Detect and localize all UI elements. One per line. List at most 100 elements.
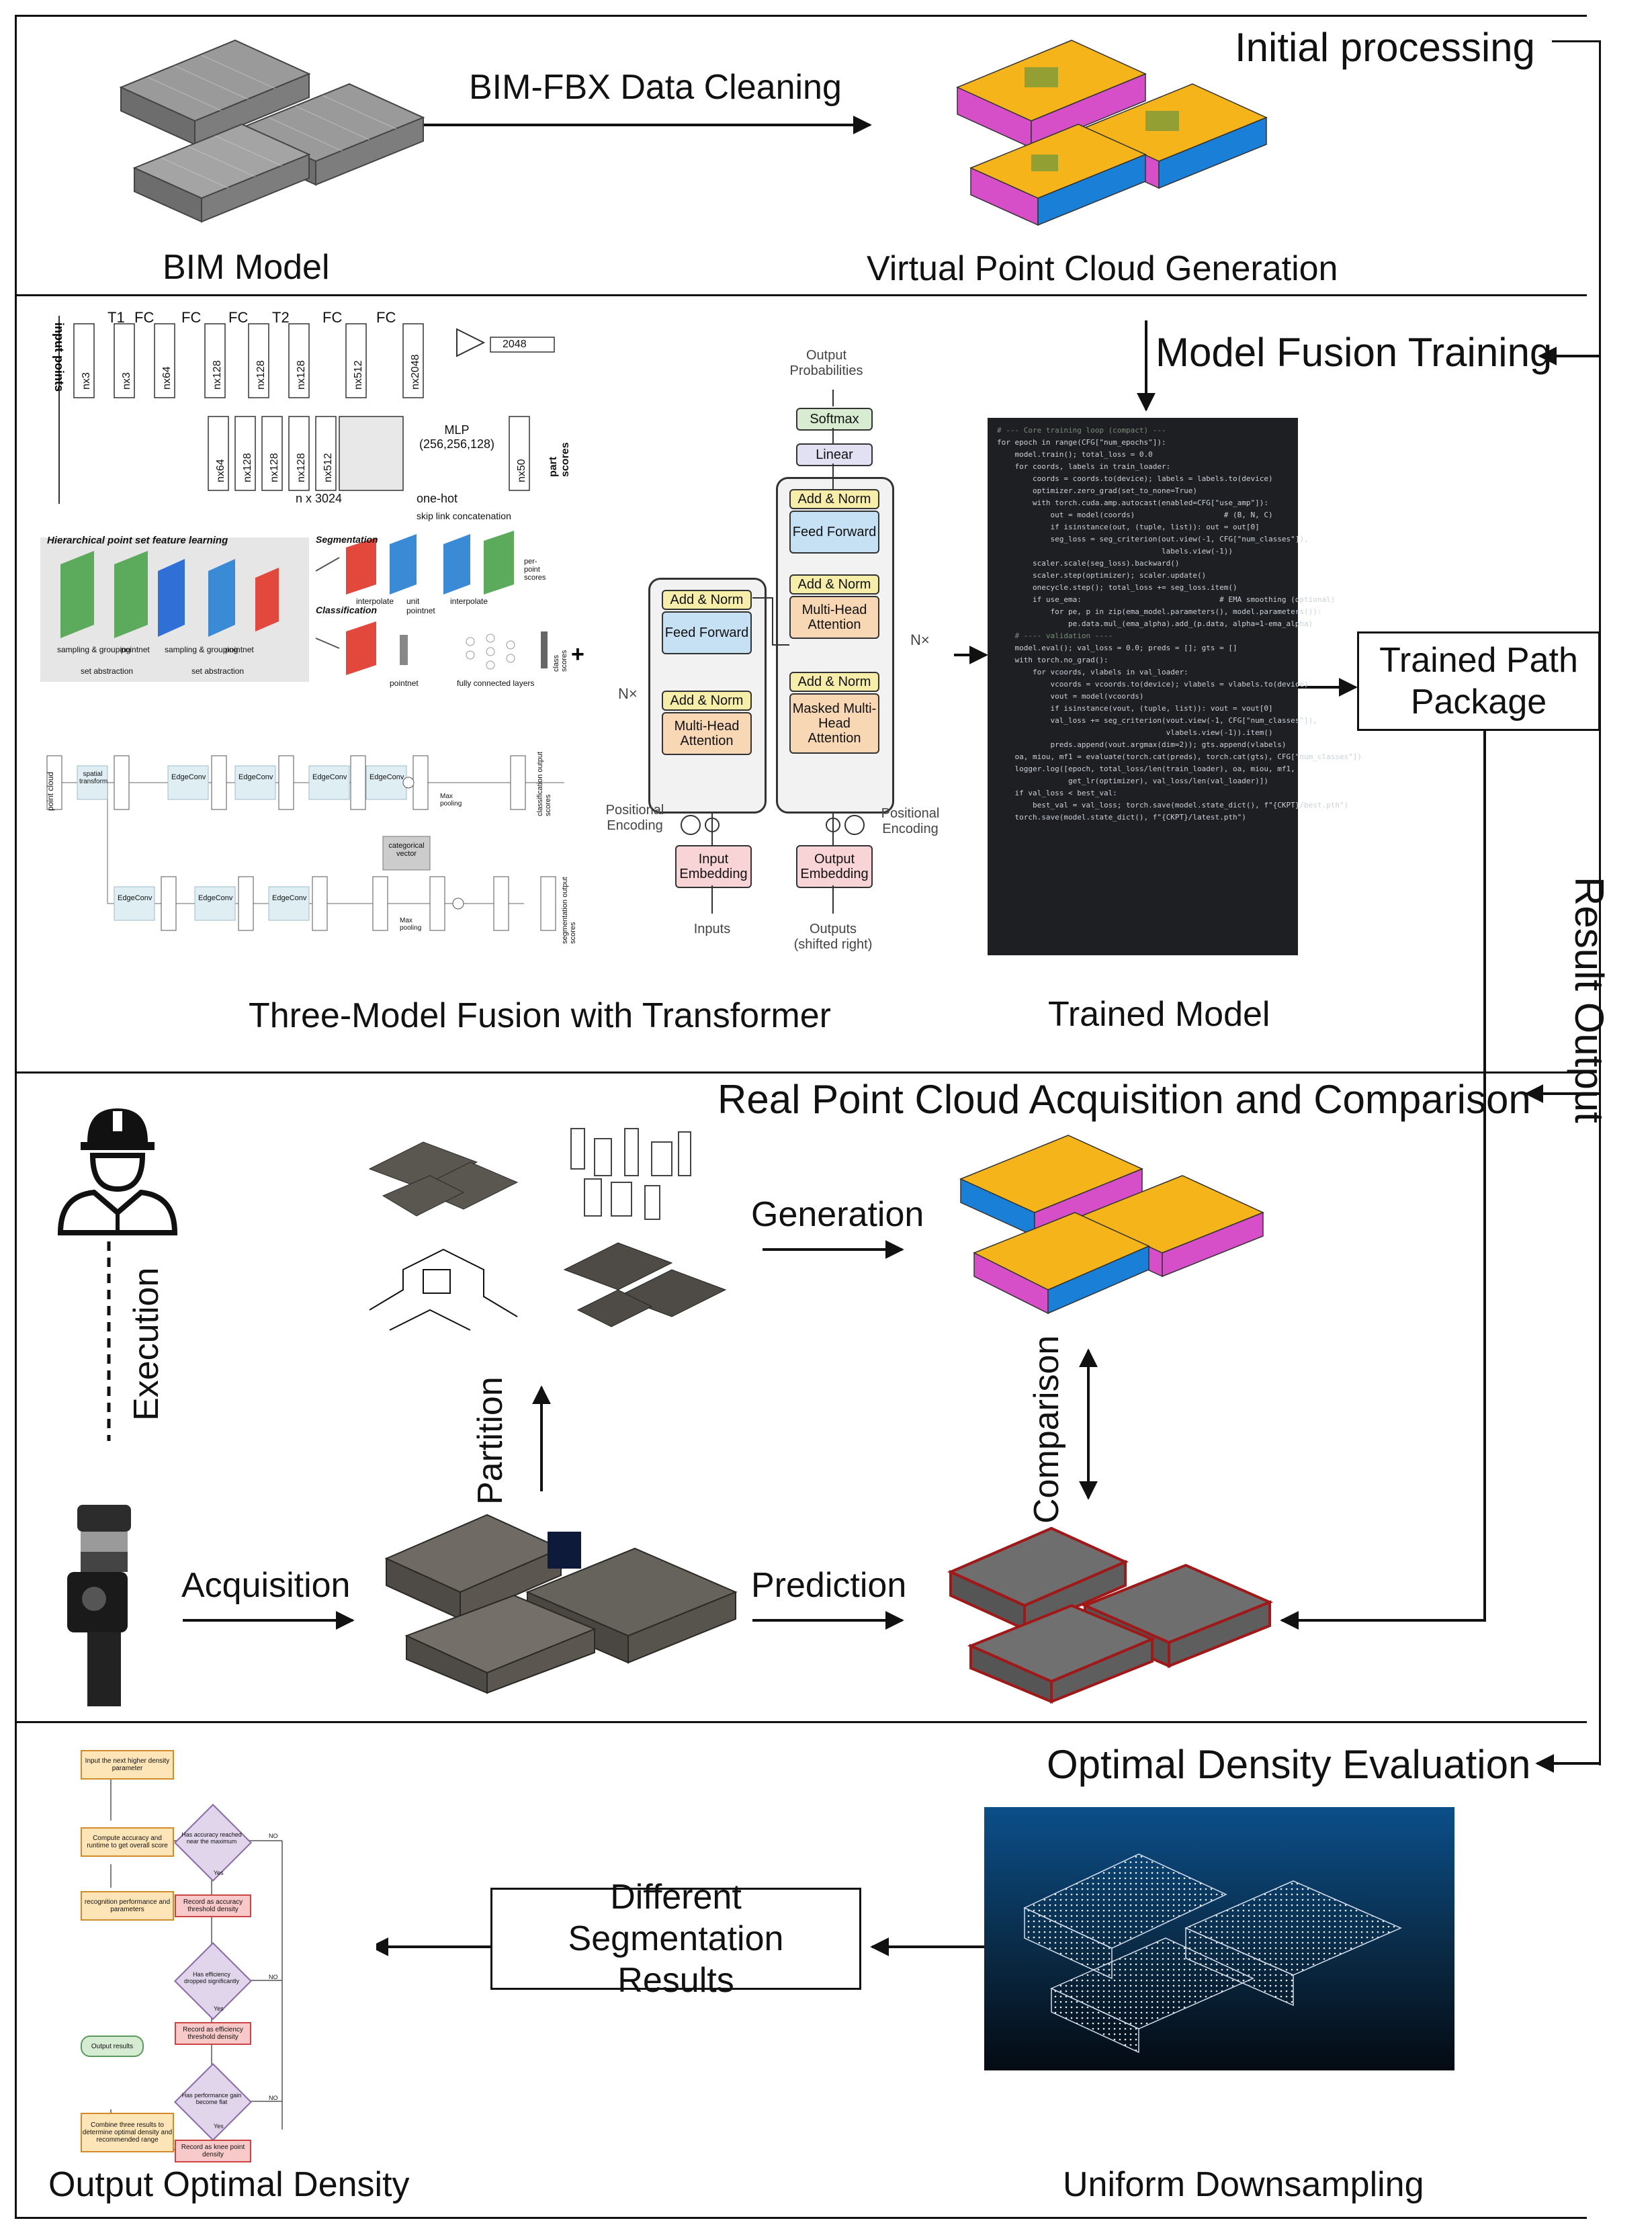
flow-node-recognition: recognition performance and parameters (81, 1891, 174, 1921)
pn-bdim-1: nx128 (242, 453, 253, 482)
pn2-sa-2: set abstraction (191, 666, 245, 676)
tr-enc-addnorm-2: Add & Norm (662, 590, 752, 610)
pn-fc-1: FC (134, 309, 155, 326)
pn-fc-2: FC (181, 309, 202, 326)
execution-label: Execution (127, 1267, 166, 1421)
code-line: get_lr(optimizer), val_loss/len(val_load… (997, 777, 1268, 785)
generation-label: Generation (751, 1195, 924, 1234)
pn-out: 2048 (503, 339, 527, 350)
pn2-fc: fully connected layers (457, 678, 535, 688)
real-point-cloud-image (384, 1514, 738, 1694)
code-line: vlabels.view(-1)).item() (997, 728, 1273, 737)
dg-seg-output: segmentation output scores (561, 877, 577, 944)
section3-title: Real Point Cloud Acquisition and Compari… (718, 1077, 1531, 1122)
pn-bdim-3: nx128 (296, 453, 307, 482)
tr-enc-mha: Multi-Head Attention (662, 712, 752, 755)
predicted-point-cloud-image (947, 1526, 1274, 1704)
tr-softmax: Softmax (796, 408, 873, 431)
flow-decision-efficiency-label: Has efficiency dropped significantly (183, 1971, 240, 1984)
fusion-caption: Three-Model Fusion with Transformer (249, 996, 831, 1035)
pn2-sa-1: set abstraction (81, 666, 134, 676)
section4-title: Optimal Density Evaluation (1047, 1742, 1531, 1787)
code-line: model.train(); total_loss = 0.0 (997, 450, 1153, 459)
pn-fc-4: FC (322, 309, 343, 326)
code-line: vcoords = vcoords.to(device); vlabels = … (997, 680, 1309, 689)
pn-fc-5: FC (376, 309, 396, 326)
tr-input-emb: Input Embedding (675, 845, 752, 888)
pn-dim-3: nx128 (212, 360, 223, 390)
dg-edgeconv-2: EdgeConv (238, 773, 273, 781)
flow-record-knee: Record as knee point density (175, 2140, 251, 2162)
pn2-per-point: per-point scores (524, 558, 546, 582)
pn-bdim-0: nx64 (215, 459, 226, 482)
flow-record-accuracy: Record as accuracy threshold density (175, 1894, 251, 1917)
code-line: if isinstance(vout, (tuple, list)): vout… (997, 704, 1273, 713)
tr-enc-nx: N× (618, 685, 638, 702)
dg-cat-vector: categorical vector (388, 842, 425, 858)
prediction-label: Prediction (751, 1566, 907, 1605)
pn-one-hot: one-hot (417, 492, 458, 505)
code-line: for vcoords, vlabels in val_loader: (997, 668, 1188, 676)
flow-yes-2: Yes (214, 2005, 224, 2012)
trained-path-package-box: Trained Path Package (1357, 631, 1600, 731)
pn-part-scores: part scores (548, 442, 571, 477)
trained-model-caption: Trained Model (1048, 995, 1270, 1034)
code-line: for coords, labels in train_loader: (997, 462, 1171, 471)
section-divider-top (15, 15, 1587, 17)
pn2-sg-2: sampling & grouping (165, 645, 238, 654)
pn2-class-scores: class scores (552, 650, 568, 672)
tr-dec-addnorm-3: Add & Norm (789, 489, 879, 509)
code-line: if use_ema: # EMA smoothing (optional) (997, 595, 1336, 604)
code-line: scaler.step(optimizer); scaler.update() (997, 571, 1207, 580)
pn-nx50: nx50 (516, 459, 527, 482)
pn-bdim-2: nx128 (269, 453, 280, 482)
virtual-cloud-caption: Virtual Point Cloud Generation (867, 249, 1338, 288)
tr-output-emb: Output Embedding (796, 845, 873, 888)
dg-edgeconv-3: EdgeConv (312, 773, 347, 781)
code-line: onecycle.step(); total_loss += seg_loss.… (997, 583, 1237, 592)
flow-yes-1: Yes (214, 1870, 224, 1876)
pn2-interp-1: interpolate (356, 597, 394, 606)
pn2-header: skip link concatenation (417, 511, 511, 521)
pn-dim-7: nx2048 (410, 354, 421, 390)
flow-output-results: Output results (81, 2035, 144, 2057)
partition-images (368, 1128, 727, 1331)
bim-model-image (119, 39, 425, 223)
pn-dim-2: nx64 (161, 366, 173, 390)
section-divider-bottom (15, 2217, 1587, 2219)
generated-point-cloud-image (959, 1135, 1264, 1315)
flow-decision-performance-label: Has performance gain become flat (181, 2092, 242, 2105)
tr-enc-ffn: Feed Forward (662, 611, 752, 654)
trained-model-code: # --- Core training loop (compact) --- f… (988, 418, 1362, 955)
pn2-title: Hierarchical point set feature learning (47, 535, 228, 546)
code-line: coords = coords.to(device); labels = lab… (997, 474, 1273, 483)
code-line: logger.log([epoch, total_loss/len(train_… (997, 764, 1295, 773)
section-divider-2 (15, 1071, 1587, 1074)
cleaning-label: BIM-FBX Data Cleaning (469, 68, 842, 107)
tr-pos-enc-left: Positional Encoding (605, 803, 664, 833)
code-line: scaler.scale(seg_loss).backward() (997, 559, 1180, 568)
code-line: pe.data.mul_(ema_alpha).add_(p.data, alp… (997, 619, 1313, 628)
worker-icon (57, 1108, 178, 1235)
optimal-density-caption: Output Optimal Density (48, 2165, 410, 2204)
code-line: if isinstance(out, (tuple, list)): out =… (997, 523, 1260, 531)
code-line: torch.save(model.state_dict(), f"{CKPT}/… (997, 813, 1246, 822)
comparison-label: Comparison (1027, 1335, 1066, 1524)
section2-title: Model Fusion Training (1156, 330, 1553, 375)
code-line: out = model(coords) # (B, N, C) (997, 511, 1273, 519)
dg-point-cloud: point cloud (46, 771, 55, 811)
dg-edgeconv-4: EdgeConv (369, 773, 404, 781)
section1-title: Initial processing (1235, 25, 1535, 70)
pn-dim-0: nx3 (81, 372, 92, 390)
code-line: # --- Core training loop (compact) --- (997, 426, 1166, 435)
tr-dec-addnorm-1: Add & Norm (789, 672, 879, 692)
tr-dec-ffn: Feed Forward (789, 511, 879, 554)
segmentation-results-box: Different Segmentation Results (490, 1878, 861, 2000)
pn-mlp: MLP (256,256,128) (419, 423, 495, 451)
code-line: for pe, p in zip(ema_model.parameters(),… (997, 607, 1322, 616)
tr-outputs: Outputs (shifted right) (793, 922, 873, 952)
tr-linear: Linear (796, 443, 873, 466)
code-line: seg_loss = seg_criterion(out.view(-1, CF… (997, 535, 1309, 543)
transformer-diagram: Output Probabilities Softmax Linear Add … (591, 343, 954, 961)
dg-class-output: classification output scores (536, 752, 552, 816)
